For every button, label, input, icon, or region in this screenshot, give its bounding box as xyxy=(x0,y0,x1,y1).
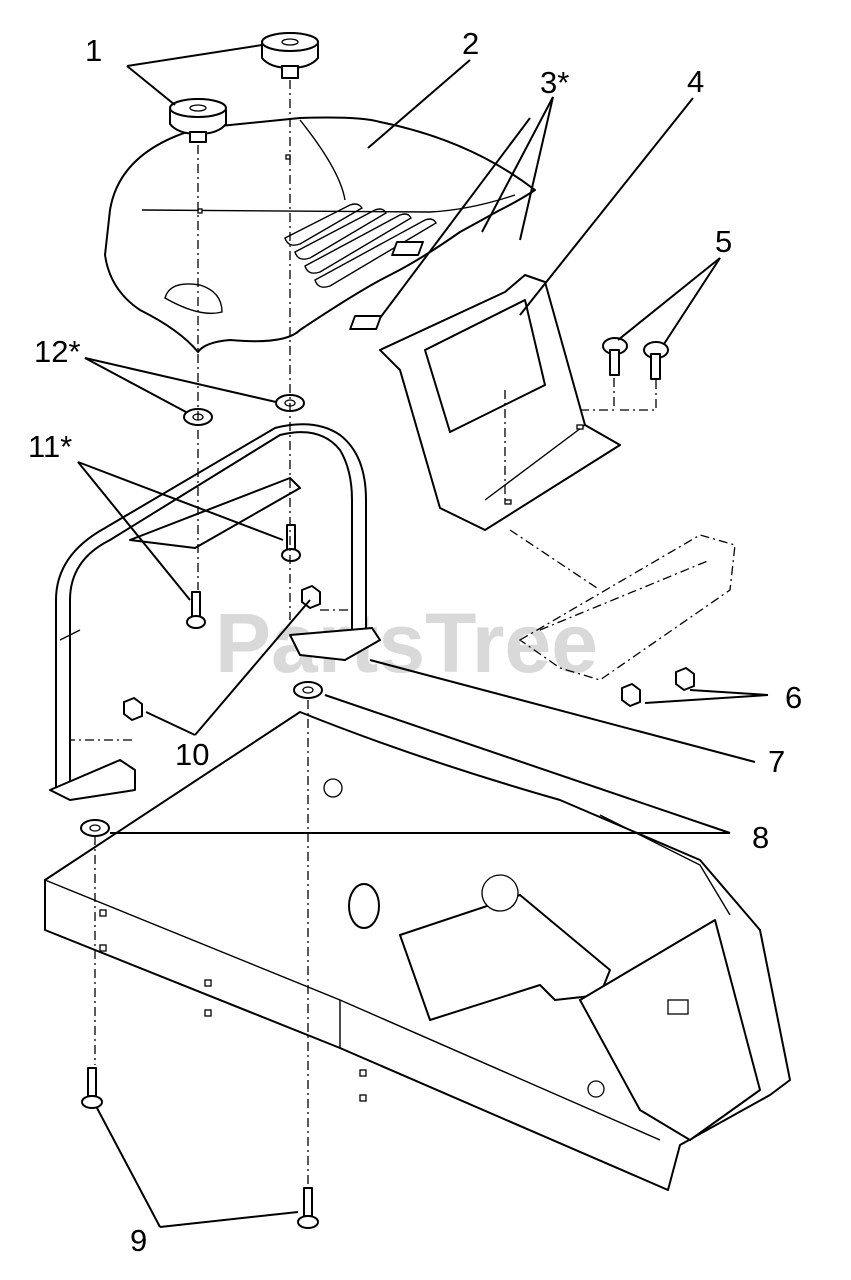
part-11-bolt-left xyxy=(186,591,206,629)
callout-5: 5 xyxy=(715,224,732,259)
part-9-bolt-left xyxy=(81,1067,103,1109)
callout-12: 12* xyxy=(34,334,81,369)
part-1-knob-right xyxy=(261,32,319,79)
callout-1: 1 xyxy=(85,33,102,68)
callout-11: 11* xyxy=(28,429,72,464)
assembly-centerlines xyxy=(70,80,657,1185)
main-frame-chassis xyxy=(44,711,791,1191)
slot-vents xyxy=(284,203,437,288)
part-4-bracket xyxy=(379,274,621,531)
part-10-nut-left xyxy=(123,697,143,721)
part-6-nut-right xyxy=(675,667,695,691)
part-10-nut-right xyxy=(301,585,321,609)
callout-4: 4 xyxy=(687,64,704,99)
part-1-knob-left xyxy=(169,98,227,143)
fuel-cap xyxy=(348,883,380,929)
partstree-watermark: PartsTree xyxy=(215,596,598,690)
leader-lines xyxy=(77,44,769,1228)
callout-labels: 1 2 3* 4 5 6 7 8 9 10 11* 12* xyxy=(28,26,802,1258)
callout-9: 9 xyxy=(130,1223,147,1258)
handle-bar-frame xyxy=(49,423,381,801)
part-5-bolt-left xyxy=(602,337,628,376)
part-3-pad-right xyxy=(391,241,424,256)
seat-slide-rail xyxy=(504,390,736,681)
part-3-pad-left xyxy=(349,315,383,330)
part-5-bolt-right xyxy=(643,341,669,380)
part-11-bolt-right xyxy=(281,524,301,562)
callout-8: 8 xyxy=(752,820,769,855)
part-6-nut-left xyxy=(621,683,641,707)
callout-3: 3* xyxy=(540,65,569,100)
callout-2: 2 xyxy=(462,26,479,61)
callout-7: 7 xyxy=(768,744,785,779)
part-2-cover-panel xyxy=(104,116,536,353)
callout-10: 10 xyxy=(175,737,209,772)
callout-6: 6 xyxy=(785,680,802,715)
part-9-bolt-right xyxy=(297,1187,319,1229)
